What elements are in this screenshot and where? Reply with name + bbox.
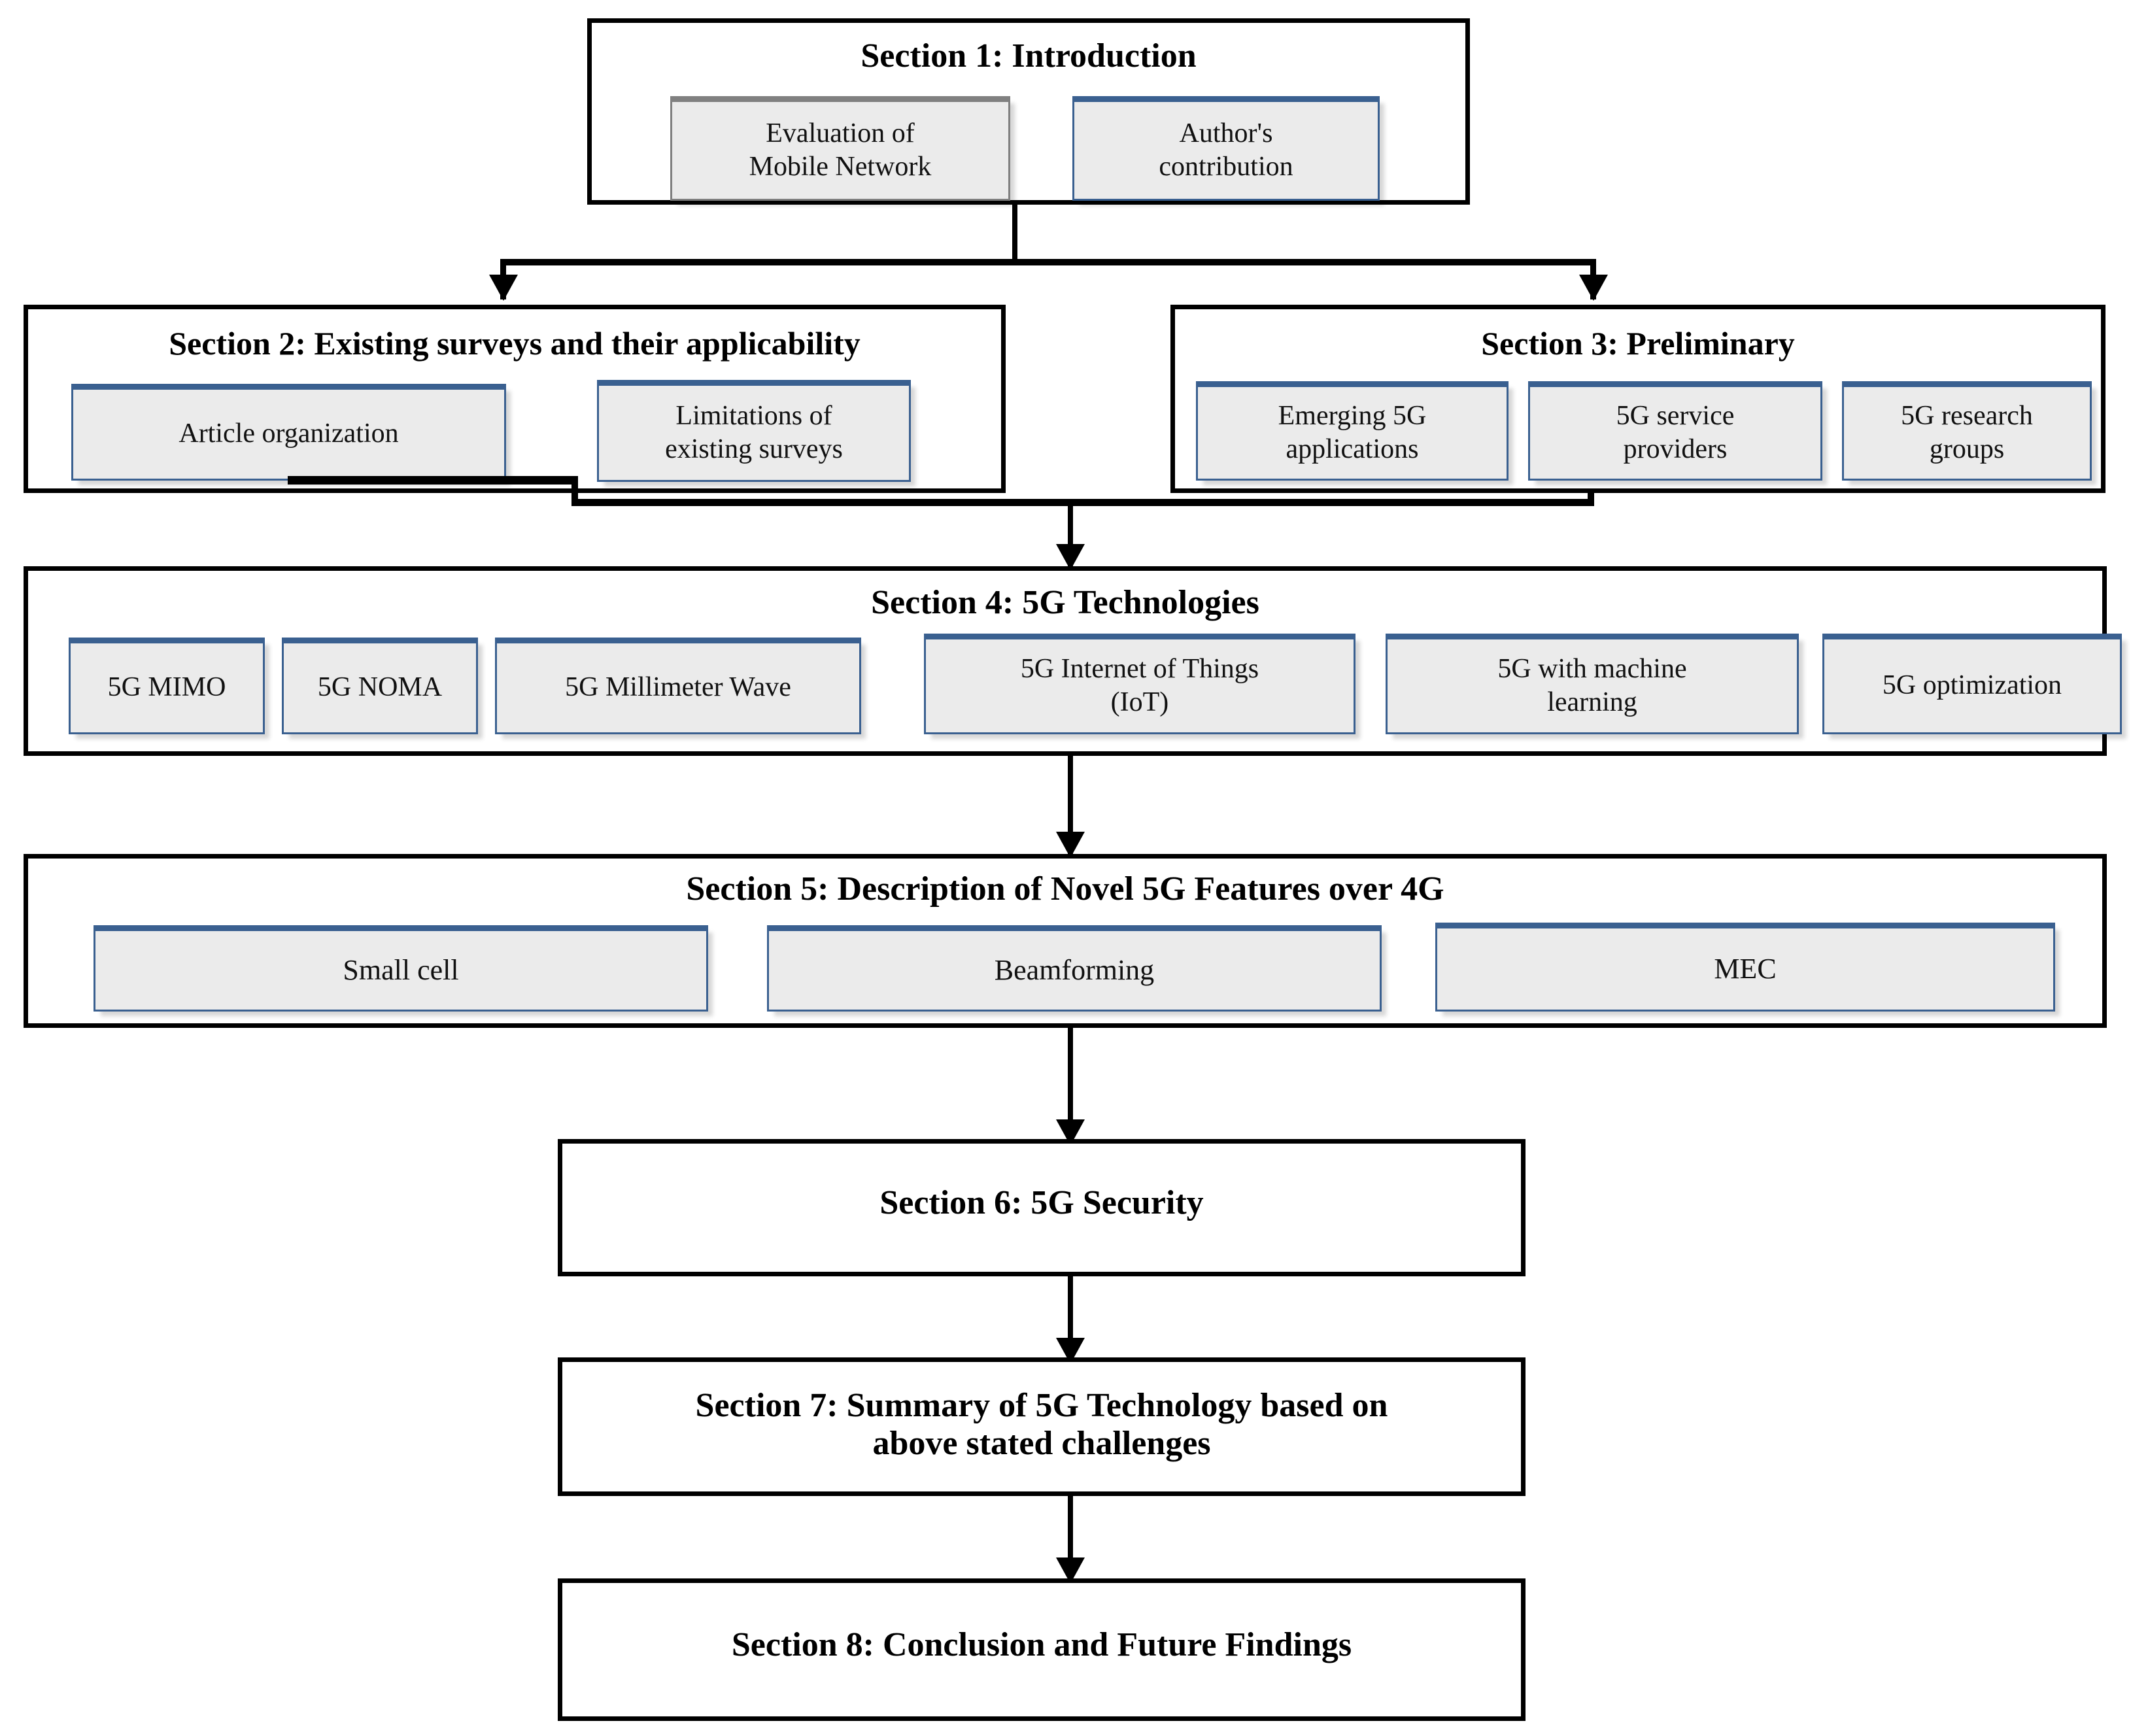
- connector-merge-bar: [571, 499, 1594, 506]
- section-3-item-5g-service-providers[interactable]: 5G service providers: [1528, 381, 1822, 481]
- section-5-box: Section 5: Description of Novel 5G Featu…: [24, 854, 2107, 1028]
- connector-s2-exit-vertical: [571, 476, 578, 505]
- section-5-item-small-cell[interactable]: Small cell: [94, 925, 708, 1012]
- section-4-item-5g-internet-of-things[interactable]: 5G Internet of Things (IoT): [924, 634, 1355, 734]
- section-6-title: Section 6: 5G Security: [879, 1184, 1204, 1221]
- section-1-title: Section 1: Introduction: [861, 37, 1197, 75]
- connector-s1-down: [1012, 205, 1017, 264]
- section-4-item-5g-mimo[interactable]: 5G MIMO: [69, 638, 265, 734]
- section-3-title: Section 3: Preliminary: [1481, 325, 1795, 362]
- section-1-item-evaluation-of-mobile-network[interactable]: Evaluation of Mobile Network: [670, 96, 1010, 201]
- section-4-item-5g-with-machine-learning[interactable]: 5G with machine learning: [1386, 634, 1799, 734]
- connector-merge-down: [1068, 499, 1073, 568]
- connector-s5-to-s6: [1068, 1028, 1073, 1143]
- section-1-box: Section 1: Introduction Evaluation of Mo…: [587, 18, 1470, 205]
- connector-s4-to-s5: [1068, 756, 1073, 855]
- section-2-title: Section 2: Existing surveys and their ap…: [169, 325, 861, 362]
- arrow-to-section-2: [489, 275, 518, 301]
- section-3-item-5g-research-groups[interactable]: 5G research groups: [1842, 381, 2092, 481]
- section-2-item-limitations-of-existing-surveys[interactable]: Limitations of existing surveys: [597, 380, 911, 482]
- section-4-item-5g-noma[interactable]: 5G NOMA: [282, 638, 478, 734]
- section-4-box: Section 4: 5G Technologies 5G MIMO 5G NO…: [24, 566, 2122, 756]
- section-1-item-authors-contribution[interactable]: Author's contribution: [1072, 96, 1380, 201]
- arrow-to-section-4: [1056, 544, 1085, 570]
- section-8-title: Section 8: Conclusion and Future Finding…: [731, 1626, 1352, 1663]
- section-8-box: Section 8: Conclusion and Future Finding…: [558, 1578, 1526, 1721]
- arrow-to-section-5: [1056, 832, 1085, 858]
- section-5-item-mec[interactable]: MEC: [1435, 923, 2055, 1012]
- section-5-title: Section 5: Description of Novel 5G Featu…: [686, 870, 1444, 908]
- connector-s1-split-bar: [500, 259, 1595, 265]
- section-7-box: Section 7: Summary of 5G Technology base…: [558, 1357, 1526, 1496]
- arrow-to-section-3: [1579, 275, 1608, 301]
- section-2-box: Section 2: Existing surveys and their ap…: [24, 305, 1006, 493]
- connector-s6-to-s7: [1068, 1276, 1073, 1361]
- section-3-box: Section 3: Preliminary Emerging 5G appli…: [1170, 305, 2105, 493]
- section-4-item-5g-optimization[interactable]: 5G optimization: [1822, 634, 2122, 734]
- section-4-title: Section 4: 5G Technologies: [871, 584, 1259, 621]
- section-5-item-beamforming[interactable]: Beamforming: [767, 925, 1382, 1012]
- connector-s2-exit-horizontal: [288, 476, 578, 485]
- section-7-title: Section 7: Summary of 5G Technology base…: [695, 1387, 1388, 1463]
- section-4-item-5g-millimeter-wave[interactable]: 5G Millimeter Wave: [495, 638, 861, 734]
- connector-s7-to-s8: [1068, 1496, 1073, 1582]
- section-6-box: Section 6: 5G Security: [558, 1139, 1526, 1276]
- section-2-item-article-organization[interactable]: Article organization: [71, 384, 506, 481]
- section-3-item-emerging-5g-applications[interactable]: Emerging 5G applications: [1196, 381, 1509, 481]
